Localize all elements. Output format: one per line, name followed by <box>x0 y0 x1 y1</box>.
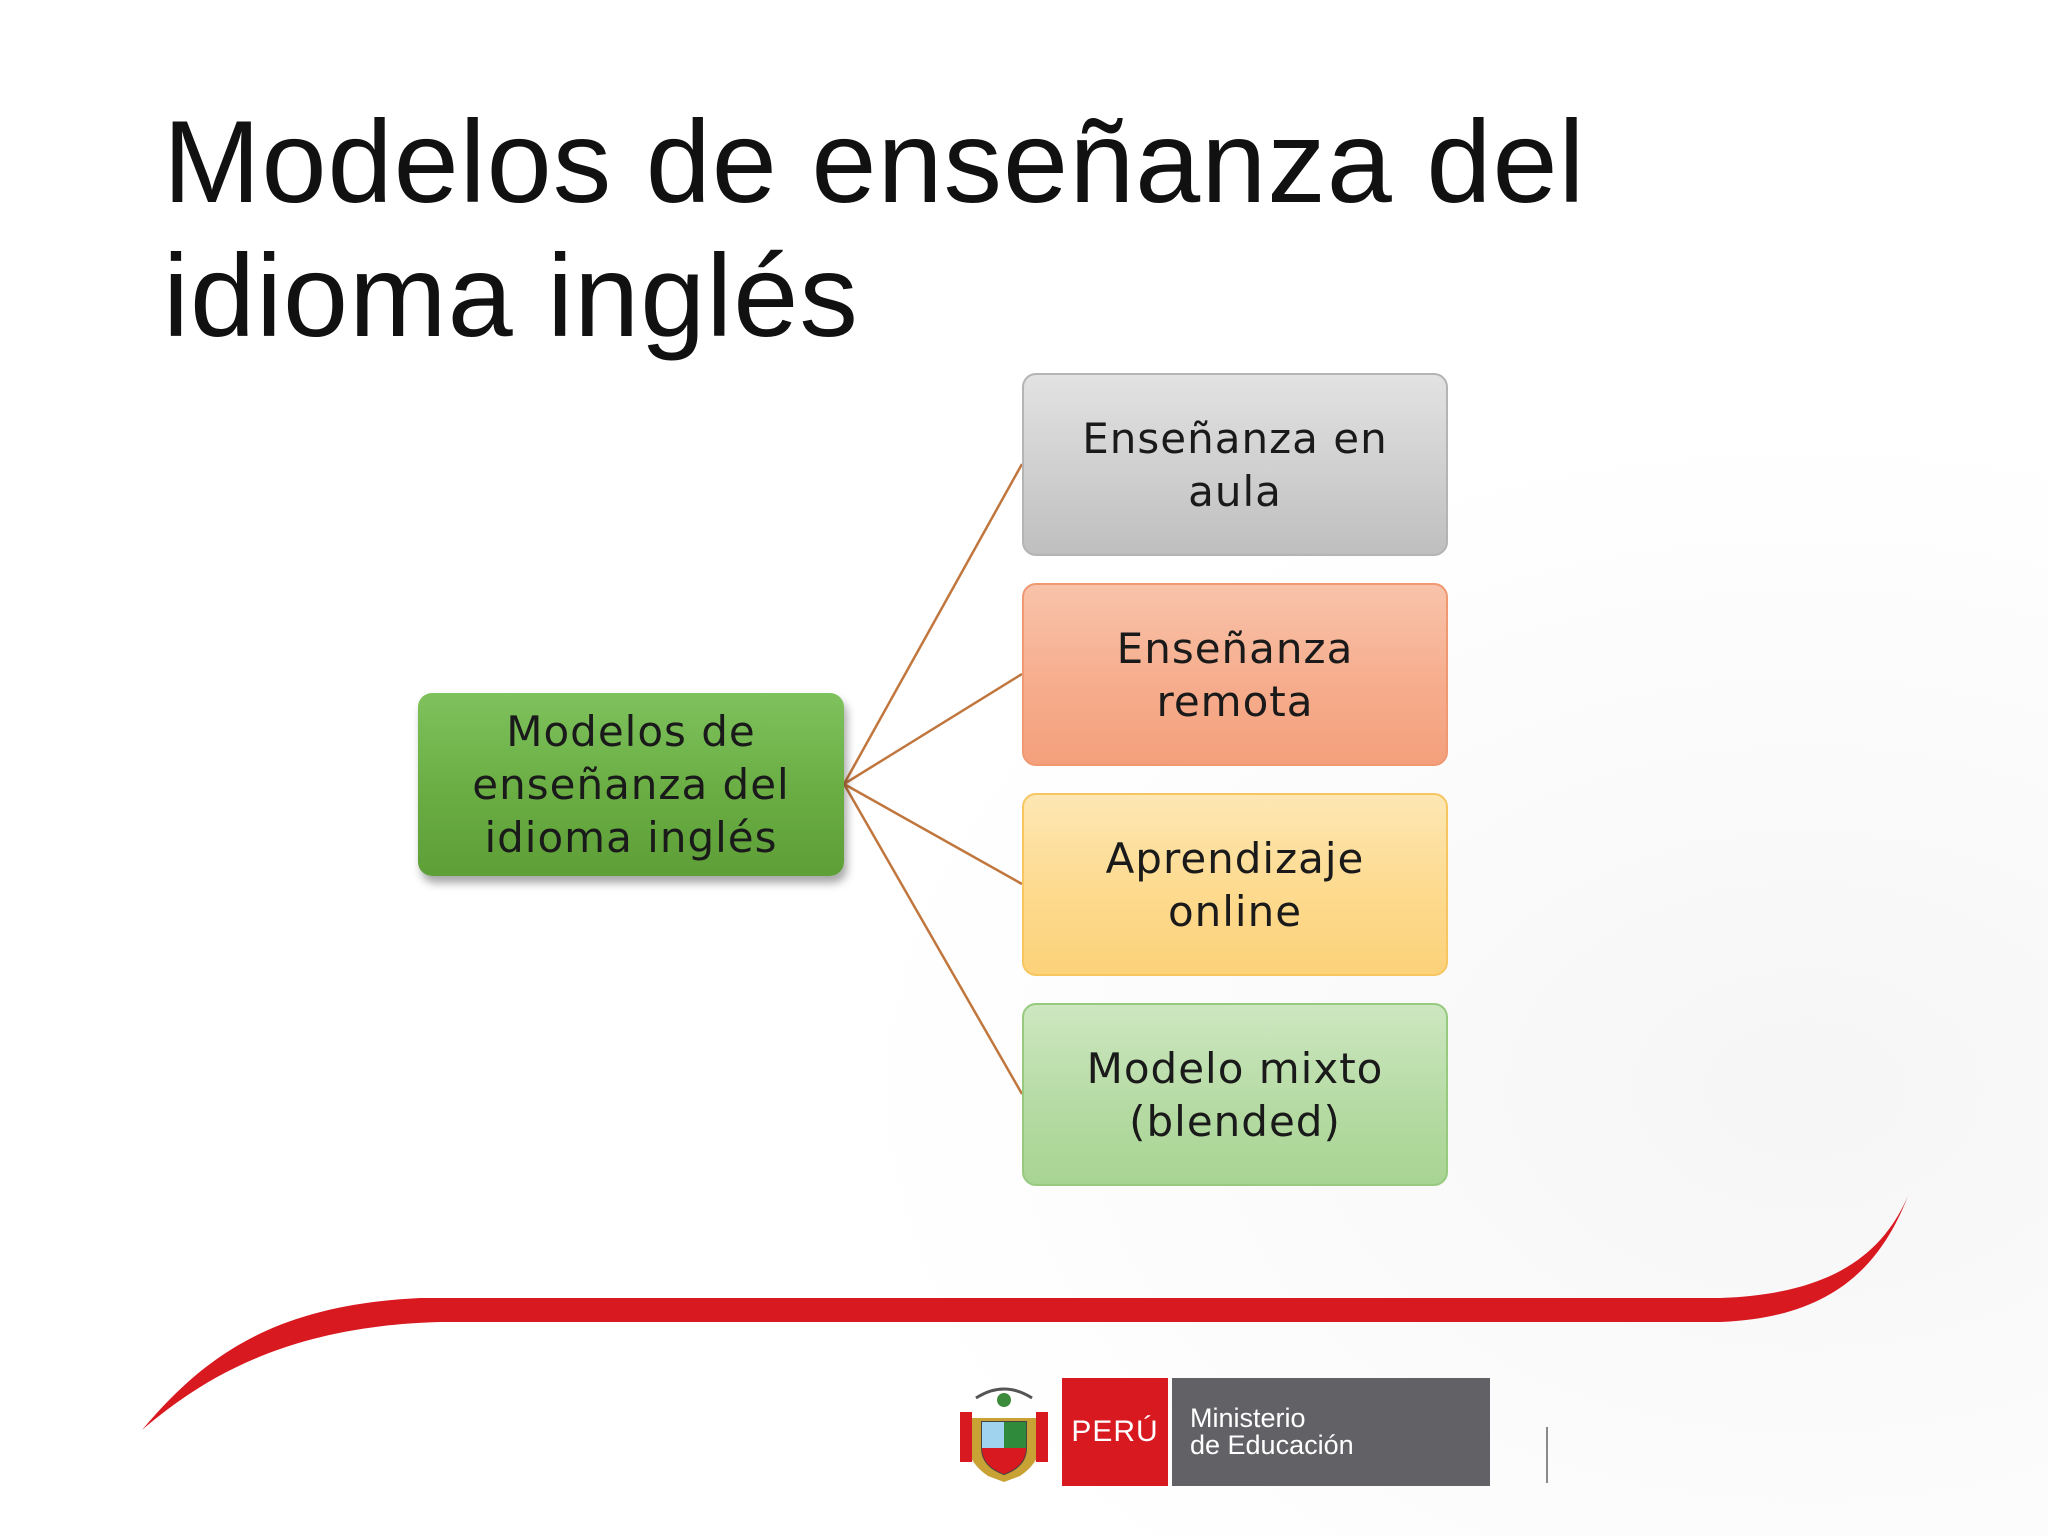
ministerio-educacion-logo: PERÚ Ministerio de Educación <box>958 1378 1490 1486</box>
diagram-node-aprendizaje-online: Aprendizaje online <box>1022 793 1448 976</box>
diagram-node-ensenanza-en-aula: Enseñanza en aula <box>1022 373 1448 556</box>
connector-4 <box>842 783 1024 1095</box>
diagram-root-node: Modelos de enseñanza del idioma inglés <box>418 693 844 876</box>
connector-1 <box>842 463 1024 785</box>
ministry-line-1: Ministerio <box>1190 1403 1306 1433</box>
slide-title: Modelos de enseñanza del idioma inglés <box>163 96 1586 361</box>
connector-2 <box>843 672 1023 786</box>
ministry-line-2: de Educación <box>1190 1430 1354 1460</box>
coat-of-arms-icon <box>960 1387 1048 1482</box>
peru-wordmark: PERÚ <box>1062 1378 1168 1486</box>
footer-divider <box>1546 1427 1548 1483</box>
diagram-node-modelo-mixto: Modelo mixto (blended) <box>1022 1003 1448 1186</box>
connector-3 <box>843 782 1023 886</box>
diagram-node-ensenanza-remota: Enseñanza remota <box>1022 583 1448 766</box>
ministry-wordmark: Ministerio de Educación <box>1172 1378 1490 1486</box>
